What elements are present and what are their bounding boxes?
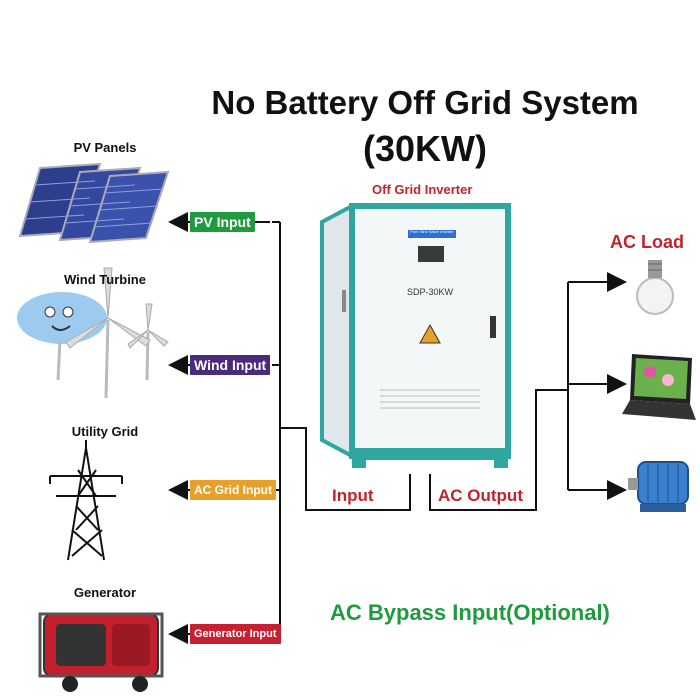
- pv-input-tag: PV Input: [190, 212, 255, 232]
- source-label-wind: Wind Turbine: [64, 272, 146, 287]
- motor-icon: [628, 461, 689, 512]
- generator-icon: [38, 612, 164, 692]
- diagram-title: No Battery Off Grid System: [211, 84, 639, 121]
- inverter-cabinet-icon: [320, 202, 511, 468]
- ac-grid-input-tag: AC Grid Input: [190, 480, 276, 500]
- input-label: Input: [332, 486, 374, 505]
- input-bus-lines: [279, 222, 569, 634]
- inverter-brand-strip: Pure Sine Wave Inverter: [410, 229, 454, 234]
- power-tower-icon: [49, 440, 123, 561]
- bypass-note: AC Bypass Input(Optional): [330, 600, 610, 625]
- wind-input-tag: Wind Input: [190, 355, 271, 375]
- diagram-subtitle: (30KW): [363, 128, 487, 169]
- generator-input-tag: Generator Input: [190, 624, 281, 644]
- source-label-pv: PV Panels: [73, 140, 137, 155]
- light-bulb-icon: [636, 260, 674, 315]
- ac-load-label: AC Load: [610, 232, 684, 252]
- inverter-model: SDP-30KW: [406, 287, 453, 297]
- ac-output-label: AC Output: [438, 486, 523, 505]
- load-arrows: [568, 272, 627, 500]
- laptop-icon: [622, 354, 696, 420]
- solar-panel-icon: [18, 162, 170, 244]
- inverter-label: Off Grid Inverter: [372, 182, 473, 197]
- wind-turbine-icon: [17, 267, 169, 399]
- source-arrows: [168, 212, 280, 644]
- source-label-grid: Utility Grid: [71, 424, 139, 439]
- source-label-generator: Generator: [73, 585, 137, 600]
